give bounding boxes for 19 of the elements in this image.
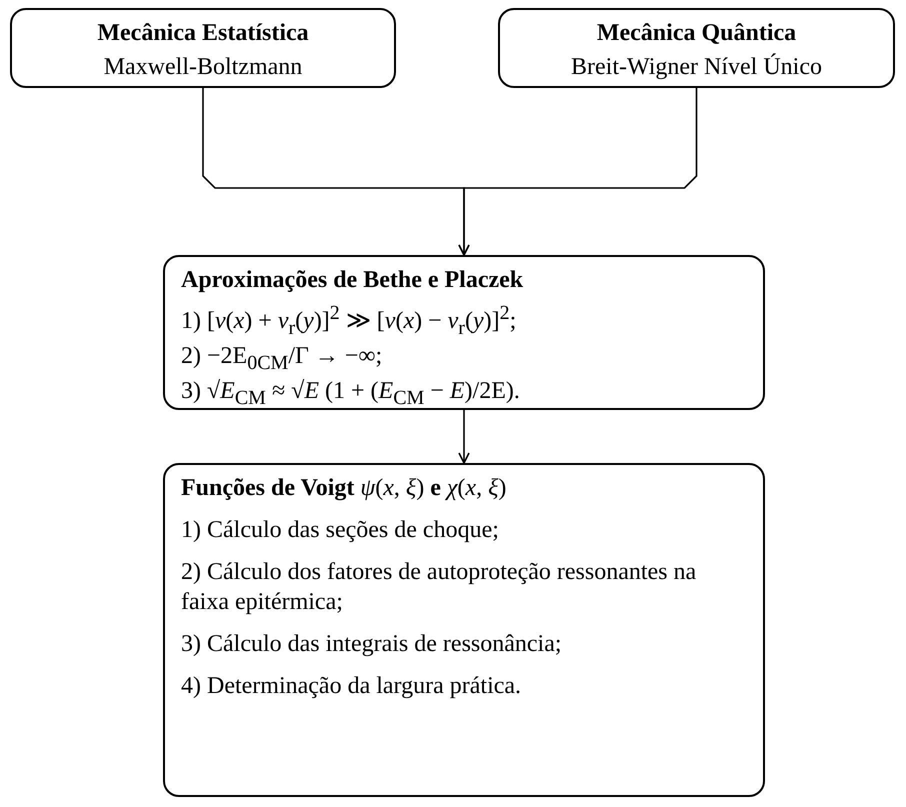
box-text: 1) Cálculo das seções de choque; <box>181 516 500 545</box>
box-heading: Mecânica Quântica <box>596 19 798 48</box>
arrow <box>458 410 470 464</box>
process-box <box>10 8 396 88</box>
box-heading: Funções de Voigt ψ(x, ξ) e χ(x, ξ) <box>181 474 508 503</box>
arrow <box>458 88 698 256</box>
box-heading: Mecânica Estatística <box>96 19 310 48</box>
process-box <box>498 8 895 88</box>
box-text: 2) Cálculo dos fatores de autoproteção ressonantes na faixa epitérmica; <box>181 558 698 617</box>
box-text: Maxwell-Boltzmann <box>102 53 304 82</box>
process-box <box>163 463 765 797</box>
box-text: 1) [v(x) + v$_{r}$(y)]$^{2}$ ≫ [v(x) − v$_{r}$(y)]$^{2}$; <box>181 301 518 341</box>
box-text: 2) −2E$_{0CM}$/Γ → −∞; <box>181 342 384 376</box>
box-text: 3) √E$_{CM}$ ≈ √E (1 + (E$_{CM}$ − E)/2E). <box>181 376 521 410</box>
box-heading: Aproximações de Bethe e Placzek <box>181 266 524 295</box>
box-text: Breit-Wigner Nível Único <box>570 52 823 82</box>
box-text: 4) Determinação da largura prática. <box>181 672 522 701</box>
box-text: 3) Cálculo das integrais de ressonância; <box>181 630 563 659</box>
process-box <box>163 255 765 410</box>
